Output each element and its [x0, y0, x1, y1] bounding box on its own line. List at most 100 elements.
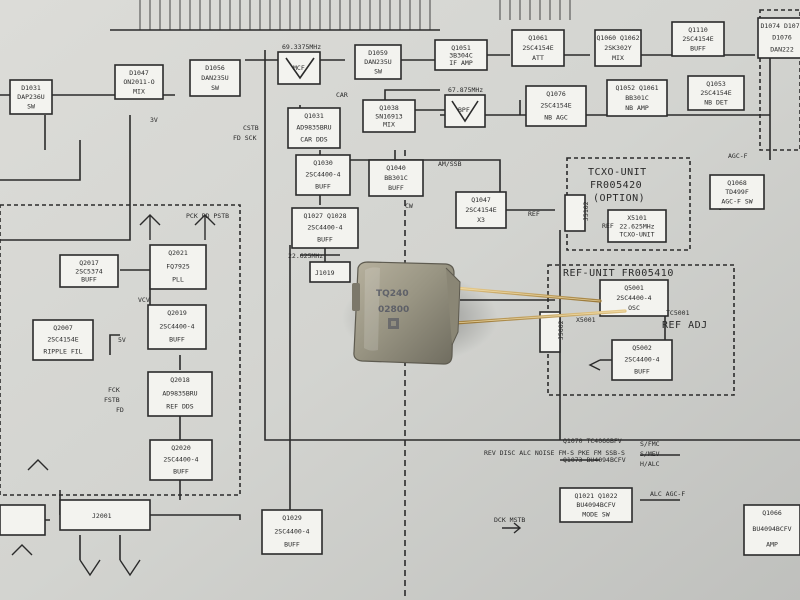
block-frame [687, 75, 745, 111]
block-frame [261, 509, 323, 555]
tcxo-unit-title: TCXO-UNIT [588, 167, 647, 178]
block-label-line3: AMP [766, 541, 778, 549]
block-label-line1: Q1061 [528, 34, 548, 42]
block-label-line1: Q1076 [546, 90, 566, 98]
block-label-line1: Q1038 [379, 104, 399, 112]
ref-unit-title: REF-UNIT FR005410 [563, 268, 674, 279]
svg-text:MCF: MCF [293, 64, 305, 72]
svg-text:S/MEV: S/MEV [640, 450, 660, 458]
block-label-line3: ATT [532, 54, 544, 62]
block-frame [32, 319, 94, 361]
block-frame [354, 44, 402, 80]
unit-labels: TCXO-UNIT FR005420 (OPTION) REF-UNIT FR0… [563, 167, 707, 331]
svg-text:3V: 3V [150, 116, 158, 124]
block-frame [149, 244, 207, 290]
block-label-line2: BB301C [625, 94, 649, 102]
svg-text:X5001: X5001 [576, 316, 596, 324]
tcxo-unit-option: (OPTION) [593, 193, 645, 204]
block-label-line3: RIPPLE FIL [43, 347, 82, 355]
block-label-line2: 2SC4400-4 [163, 456, 198, 464]
block-frame [709, 174, 765, 210]
block-label-line1: Q1053 [706, 80, 726, 88]
svg-text:67.875MHz: 67.875MHz [448, 86, 483, 94]
connectors: J1019 J2001 J5102 J5002 [0, 194, 590, 536]
block-label-line3: NB AGC [544, 113, 568, 121]
svg-text:PCK PD PSTB: PCK PD PSTB [186, 212, 229, 220]
block-label-line2: DAP236U [17, 93, 44, 101]
block-frame [147, 304, 207, 350]
right-unit-frame [759, 9, 800, 151]
svg-text:J5002: J5002 [557, 320, 565, 340]
svg-text:FCK: FCK [108, 386, 120, 394]
block-label-line3: REF DDS [166, 403, 193, 411]
block-label-line1: Q1047 [471, 196, 491, 204]
block-label-line3: AGC-F SW [721, 197, 752, 205]
block-label-line3: BUFF [315, 182, 331, 190]
svg-text:Q1073 BU4094BCFV: Q1073 BU4094BCFV [563, 456, 626, 464]
block-label-line2: 2SC4400-4 [307, 224, 342, 232]
block-label-line3: MIX [133, 87, 145, 95]
svg-text:FD SCK: FD SCK [233, 134, 257, 142]
crystal-marking-line1: TQ240 [376, 289, 409, 299]
block-b-q1061: Q1061 2SC4154E ATT [511, 29, 565, 67]
block-label-line2: 2SC4400-4 [616, 294, 651, 302]
svg-text:J1019: J1019 [315, 269, 335, 277]
svg-text:FD: FD [116, 406, 124, 414]
block-label-line3: TCXO-UNIT [619, 231, 654, 239]
svg-text:FSTB: FSTB [104, 396, 120, 404]
block-label-line3: BUFF [284, 541, 300, 549]
block-label-line2: DAN235U [364, 58, 391, 66]
block-label-line1: D1047 [129, 69, 149, 77]
block-label-line2: 2SC4400-4 [305, 171, 340, 179]
block-label-line1: Q1029 [282, 514, 302, 522]
block-frame [511, 29, 565, 67]
svg-text:TC5001: TC5001 [666, 309, 690, 317]
block-label-line3: NB AMP [625, 104, 649, 112]
block-label-line3: BUFF [634, 367, 650, 375]
crystal-marking-line2: 02800 [378, 305, 409, 315]
block-label-line1: Q2007 [53, 324, 73, 332]
block-label-line3: BUFF [81, 276, 97, 284]
block-label-line1: Q1040 [386, 164, 406, 172]
block-label-line3: MODE SW [582, 510, 609, 518]
block-label-line2: FQ7925 [166, 262, 190, 270]
bpf-filter: 67.875MHz BPF [444, 86, 486, 128]
block-label-line3: BUFF [317, 235, 333, 243]
block-frame [599, 279, 669, 317]
svg-text:CW: CW [405, 202, 413, 210]
block-label-line1: Q1066 [762, 509, 782, 517]
block-label-line1: Q1068 [727, 179, 747, 187]
block-frame [594, 29, 642, 67]
block-label-line1: D1074 D1075 [760, 22, 800, 30]
block-label-line2: 2SC4154E [522, 44, 553, 52]
svg-text:J2001: J2001 [92, 512, 112, 520]
block-label-line2: AD9835BRU [296, 124, 331, 132]
svg-text:Q1070 TC4066BFV: Q1070 TC4066BFV [563, 437, 622, 445]
block-label-line1: Q2017 [79, 259, 99, 267]
block-label-line1: X5101 [627, 214, 647, 222]
block-label-line1: D1059 [368, 49, 388, 57]
svg-text:AGC-F: AGC-F [728, 152, 748, 160]
block-label-line1: Q1051 [451, 44, 471, 52]
block-frame [607, 209, 667, 243]
block-label-line1: Q2018 [170, 376, 190, 384]
block-label-line1: Q1021 Q1022 [574, 492, 617, 500]
block-label-line1: D1031 [21, 84, 41, 92]
block-frame [59, 254, 119, 288]
arrows [11, 214, 601, 577]
crystal-leads [453, 286, 627, 325]
